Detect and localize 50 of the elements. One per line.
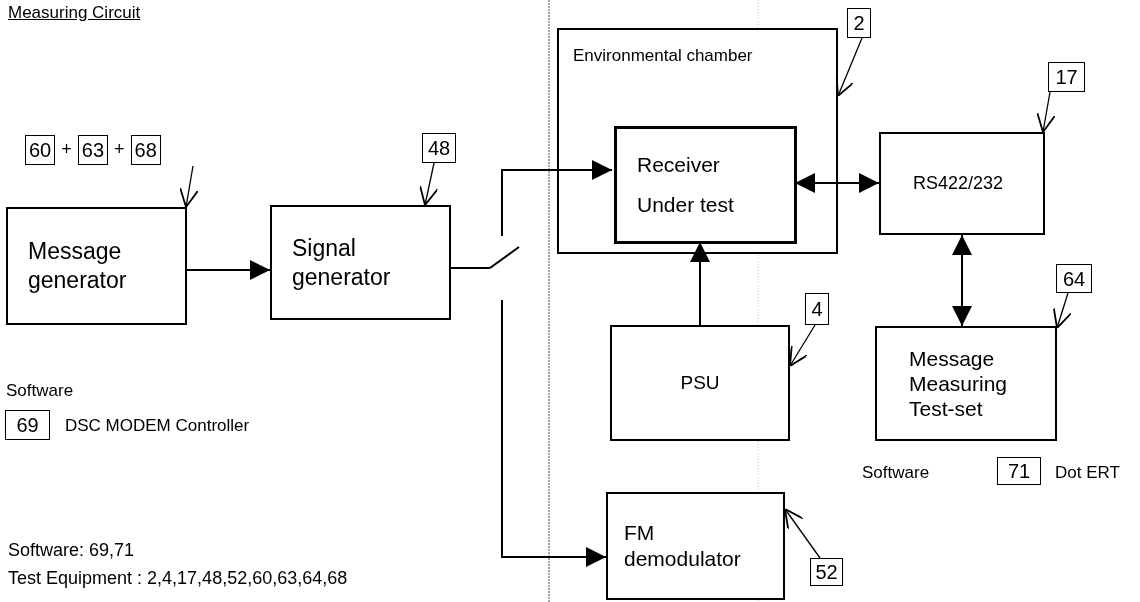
leader-line xyxy=(835,37,863,97)
callout-number: 69 xyxy=(5,410,50,440)
callout-number: 17 xyxy=(1048,62,1085,92)
node-label: Environmental chamber xyxy=(573,46,753,65)
arrow xyxy=(690,241,710,326)
note-text: Software xyxy=(862,462,930,484)
node-label: Receiver xyxy=(637,151,721,178)
node-label: Message Measuring Test-set xyxy=(909,345,1009,422)
process-box xyxy=(875,326,1057,441)
callout-number: 4 xyxy=(805,293,829,325)
leader-line xyxy=(1052,292,1072,329)
process-box xyxy=(610,325,790,441)
plus-sign: + xyxy=(61,138,72,161)
node-label: FM demodulator xyxy=(624,519,742,572)
node-label: Signal generator xyxy=(292,233,392,292)
chamber-box xyxy=(557,28,838,254)
arrow xyxy=(186,260,271,280)
note-text: Test Equipment : 2,4,17,48,52,60,63,64,68 xyxy=(8,567,348,590)
arrow xyxy=(501,160,613,237)
node-label: Under test xyxy=(637,192,735,218)
callout-number: 52 xyxy=(810,558,843,586)
process-box xyxy=(6,207,187,325)
callout-number: 63 xyxy=(77,134,108,165)
arrow xyxy=(501,299,607,567)
note-text: DSC MODEM Controller xyxy=(65,415,250,437)
callout-number: 2 xyxy=(847,8,871,38)
leader-line xyxy=(784,508,821,559)
plus-sign: + xyxy=(114,138,125,161)
arrow xyxy=(794,173,880,193)
callout-number: 60 xyxy=(25,134,56,165)
node-label: RS422/232 xyxy=(913,172,1005,195)
callout-number: 48 xyxy=(422,133,456,163)
callout-number: 68 xyxy=(130,134,161,165)
node-label: Message generator xyxy=(28,237,128,295)
process-box xyxy=(270,205,451,320)
callout-number: 64 xyxy=(1056,264,1092,293)
process-box xyxy=(614,126,797,244)
process-box xyxy=(879,132,1045,235)
node-label: PSU xyxy=(680,370,720,395)
process-box xyxy=(606,492,785,600)
leader-line xyxy=(789,324,816,367)
note-text: Software xyxy=(6,380,74,402)
callout-number: 71 xyxy=(997,457,1041,485)
arrow xyxy=(952,234,972,327)
note-text: Software: 69,71 xyxy=(8,539,135,562)
note-text: Dot ERT xyxy=(1055,462,1120,484)
leader-line xyxy=(419,162,439,206)
leader-line xyxy=(1036,91,1056,133)
title: Measuring Circuit xyxy=(8,2,141,24)
leader-line xyxy=(179,165,199,208)
